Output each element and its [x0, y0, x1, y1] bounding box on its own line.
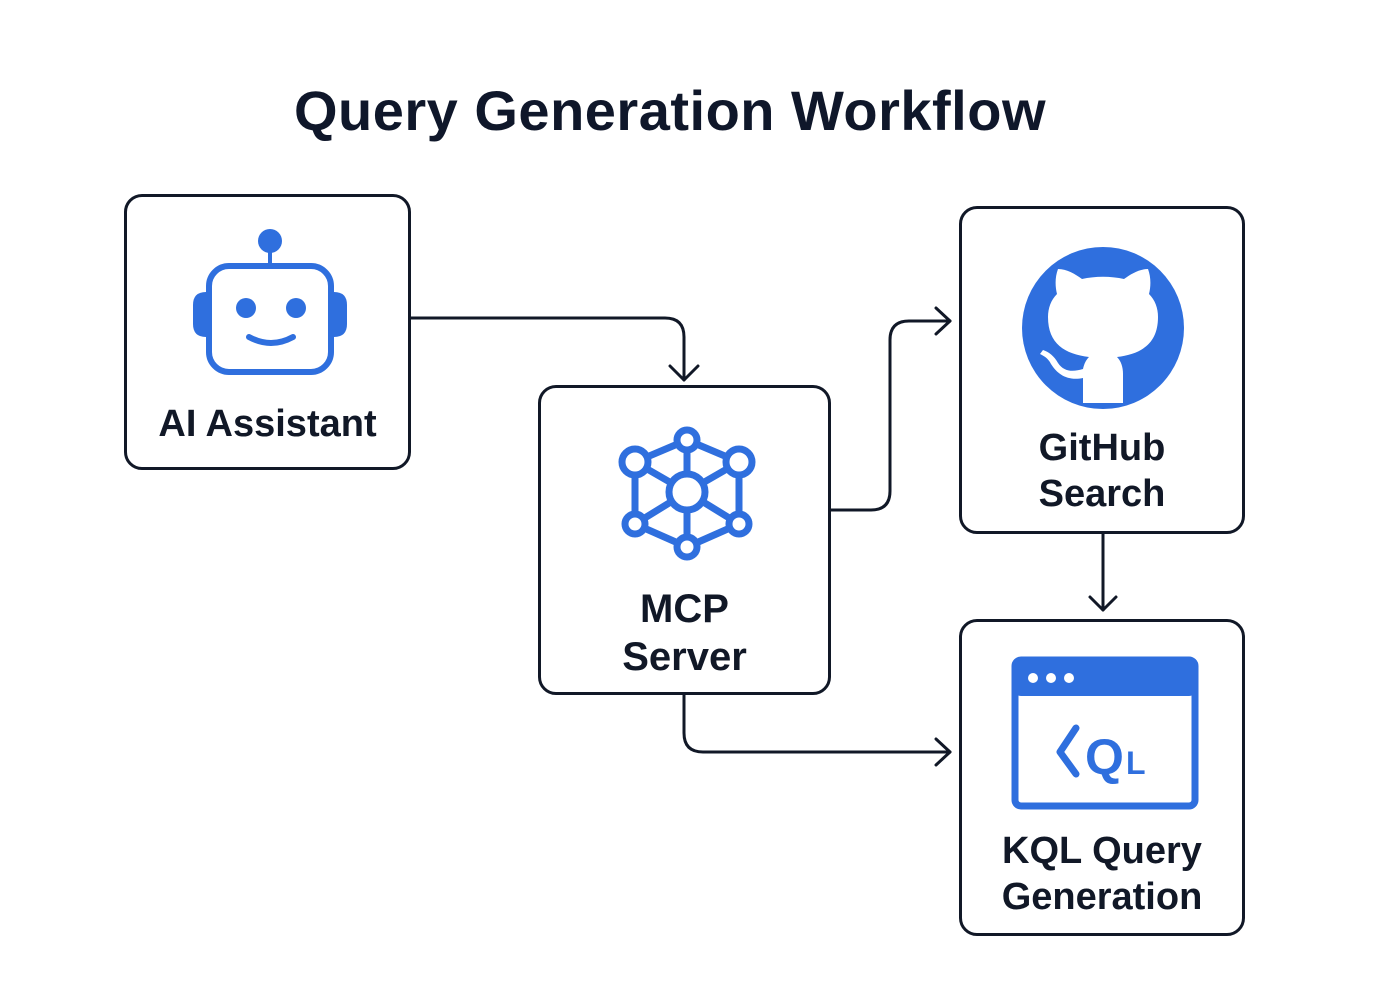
arrowhead-github-to-kql	[1088, 595, 1118, 612]
node-label-line2: Search	[1038, 473, 1166, 515]
network-hub-icon	[618, 426, 756, 561]
svg-text:L: L	[1126, 745, 1146, 781]
arrowhead-mcp-to-kql	[934, 737, 952, 767]
node-label: AI Assistant	[158, 403, 377, 445]
node-label-line2: Server	[622, 635, 747, 679]
arrowhead-mcp-to-github	[934, 306, 952, 336]
svg-text:Q: Q	[1085, 729, 1124, 785]
node-github-search[interactable]: GitHub Search	[959, 206, 1245, 534]
arrowhead-ai-to-mcp	[668, 364, 700, 382]
node-ai-assistant[interactable]: AI Assistant	[124, 194, 411, 470]
node-label-line1: KQL Query	[1002, 830, 1202, 872]
edge-mcp-to-kql	[682, 693, 952, 754]
node-kql-generation[interactable]: Q L KQL Query Generation	[959, 619, 1245, 936]
diagram-title: Query Generation Workflow	[293, 79, 1047, 142]
node-mcp-server[interactable]: MCP Server	[538, 385, 831, 695]
robot-icon	[193, 229, 347, 375]
node-label-line2: Generation	[1001, 876, 1203, 918]
github-octocat-icon	[1022, 247, 1184, 409]
node-label-line1: GitHub	[1038, 427, 1166, 469]
kql-window-icon: Q L	[1011, 656, 1199, 810]
edge-ai-to-mcp	[408, 316, 686, 382]
edge-mcp-to-github	[829, 319, 952, 512]
node-label-line1: MCP	[640, 587, 729, 631]
